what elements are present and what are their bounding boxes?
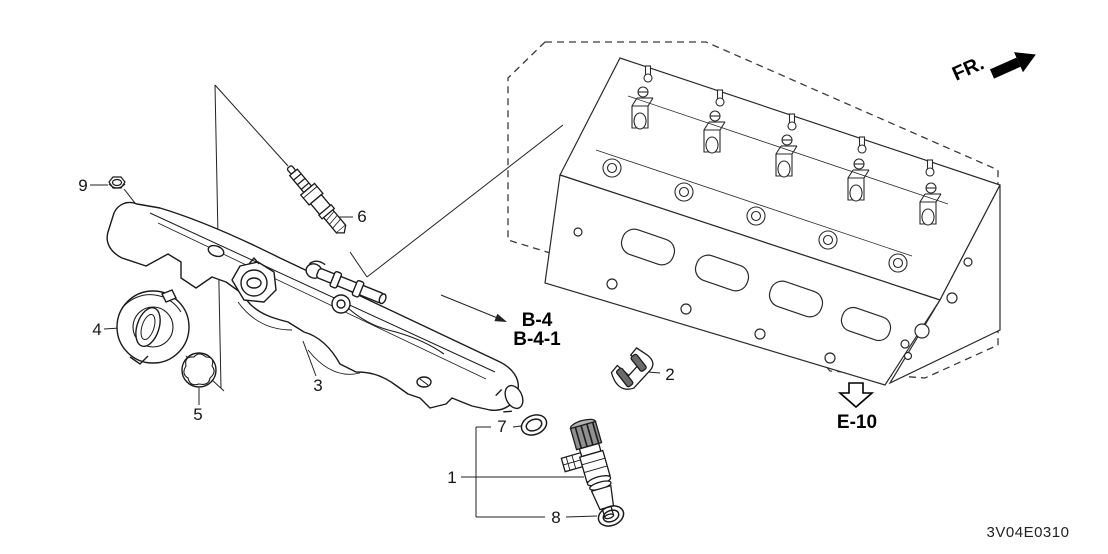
part-3-valve-cover [106, 201, 524, 413]
label-b41: B-4-1 [513, 329, 561, 350]
part-9-nut [108, 176, 126, 189]
part-4-cap [116, 289, 190, 365]
part-2-clip [610, 347, 654, 390]
fr-direction-arrow-icon [989, 52, 1036, 79]
part-5-seal [181, 352, 217, 388]
callout-6: 6 [357, 207, 366, 226]
head-end-face-holes [903, 257, 973, 361]
b4-leader-arrow-icon [440, 294, 507, 322]
intake-ports [573, 227, 910, 364]
rocker-towers [595, 65, 949, 273]
callout-1: 1 [447, 468, 456, 487]
callout-8: 8 [551, 508, 560, 527]
callout-7: 7 [497, 417, 506, 436]
e10-down-arrow-icon [837, 382, 875, 409]
label-b4: B-4 [522, 310, 553, 331]
fuel-pipe [305, 260, 445, 355]
injector-connector [560, 451, 586, 473]
callout-4: 4 [92, 320, 101, 339]
callout-2: 2 [665, 365, 674, 384]
cover-end-port [495, 384, 524, 413]
callout-3: 3 [313, 376, 322, 395]
callout-5: 5 [193, 405, 202, 424]
part-1-injector [560, 418, 615, 520]
callout-9: 9 [78, 176, 87, 195]
label-e10: E-10 [837, 412, 877, 433]
fr-label: FR. [949, 52, 987, 85]
part-7-oring [517, 410, 551, 440]
part-6-spark-plug [286, 165, 347, 234]
cover-screw [416, 376, 432, 388]
cylinder-head [544, 57, 1001, 386]
filler-boss [231, 257, 277, 303]
diagram-code: 3V04E0310 [987, 524, 1070, 541]
